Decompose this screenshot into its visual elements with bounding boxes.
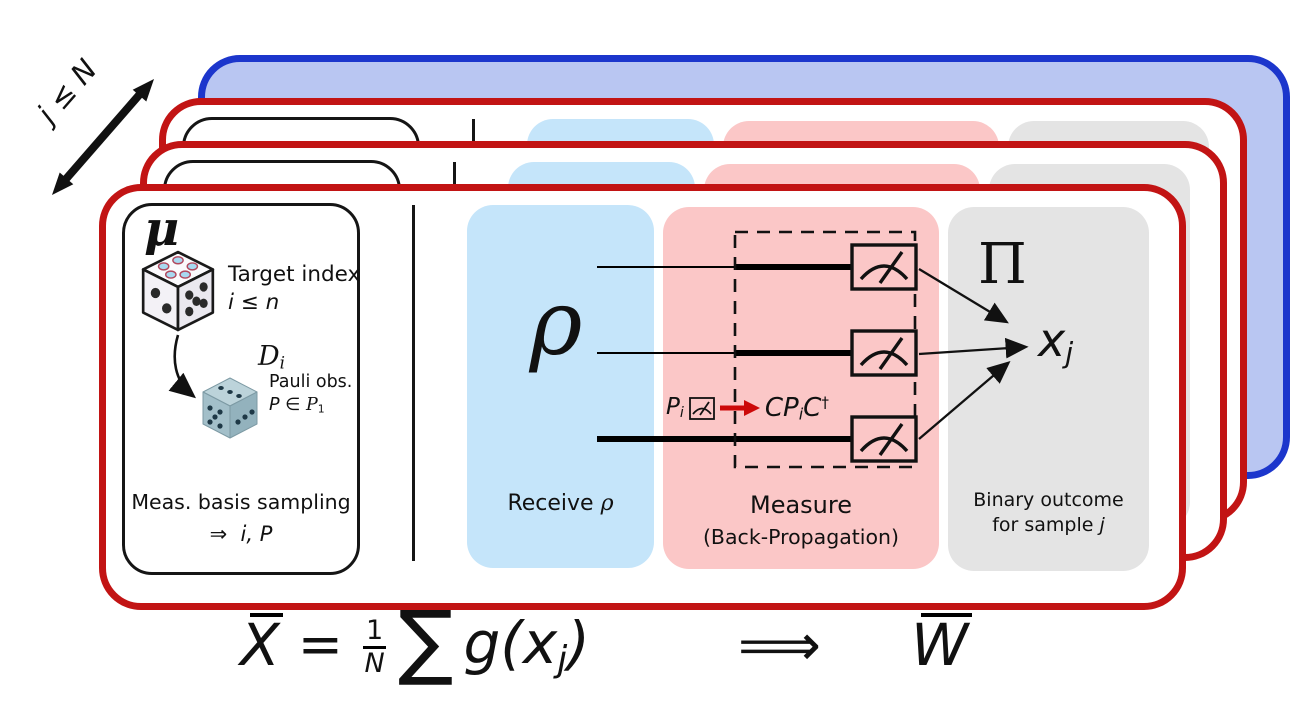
- measure-label: Measure (Back-Propagation): [702, 491, 900, 549]
- receive-label: Receive ρ: [507, 491, 614, 516]
- red-arrow-icon: [719, 400, 760, 416]
- white-die-icon: [141, 250, 215, 332]
- measurement-basis-label: Meas. basis sampling ⇒ i, P: [131, 490, 351, 546]
- qubit-wire-1: [597, 266, 737, 268]
- g-of-xj: g(xj): [463, 609, 590, 681]
- backprop-substitution-label: Pi CPiC†: [666, 392, 829, 424]
- pi-projector-label: Π: [978, 232, 1027, 297]
- qubit-wire-3-thick: [597, 436, 859, 442]
- replication-axis-label: j ≤ N: [30, 52, 104, 130]
- x-bar-symbol: X: [240, 610, 283, 679]
- sampling-box: [122, 203, 360, 575]
- sample-card-front: μ: [99, 184, 1186, 610]
- estimator-formula: X = 1 N ∑ g(xj) ⟹ W: [240, 594, 973, 689]
- qubit-wire-2: [597, 352, 737, 354]
- teal-die-icon: [202, 377, 258, 439]
- meter-icon-1: [850, 243, 918, 291]
- pauli-observable-label: Pauli obs. P ∈ P1: [269, 372, 353, 416]
- mini-meter-icon: [688, 396, 715, 420]
- qubit-wire-1-thick: [735, 264, 857, 270]
- outcome-label: Binary outcome for sample j: [973, 489, 1124, 536]
- mu-label: μ: [144, 201, 180, 257]
- outcome-symbol: xj: [1038, 313, 1074, 370]
- meter-icon-3: [850, 415, 918, 463]
- receive-panel: [467, 205, 654, 568]
- implies-arrow: ⟹: [737, 610, 822, 679]
- distribution-label: Di: [258, 341, 286, 373]
- target-index-label: Target index i ≤ n: [228, 262, 361, 316]
- rho-symbol: ρ: [529, 271, 583, 376]
- one-over-n-fraction: 1 N: [362, 615, 387, 680]
- equals-sign: =: [297, 613, 343, 677]
- sum-symbol: ∑: [398, 594, 454, 689]
- w-bar-symbol: W: [911, 610, 973, 679]
- qubit-wire-2-thick: [735, 350, 857, 356]
- meter-icon-2: [850, 329, 918, 377]
- panel-divider: [412, 205, 415, 561]
